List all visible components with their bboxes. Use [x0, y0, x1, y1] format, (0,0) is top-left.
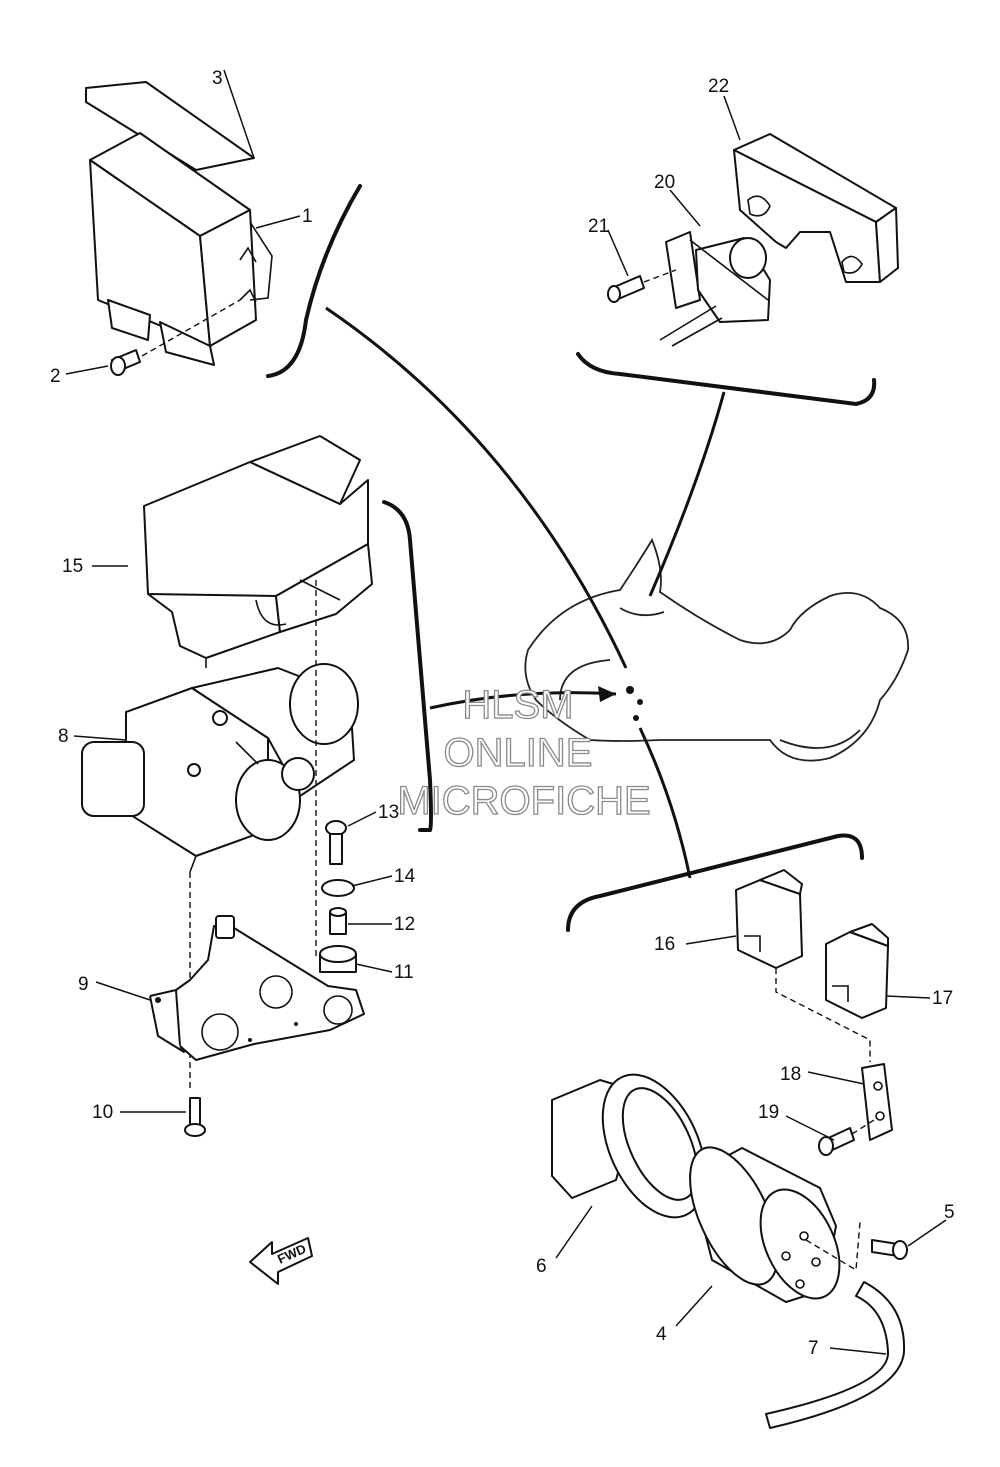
- bracket-part-9: [149, 915, 365, 1061]
- callout-labels: 3 1 2 22 20 21 15 8 13 14 12 11 9 10 16 …: [50, 68, 955, 1359]
- relay-part-16: [735, 869, 803, 969]
- locator-line-sensor: [638, 727, 692, 879]
- callout-21: 21: [588, 216, 609, 237]
- relay-part-20: [665, 231, 771, 323]
- callout-14: 14: [394, 866, 416, 887]
- relay-set-group: [566, 833, 931, 1156]
- sensor-group: [551, 1073, 947, 1429]
- relay-group: [576, 95, 899, 407]
- callout-19: 19: [758, 1102, 779, 1123]
- callout-11: 11: [394, 962, 414, 983]
- callout-2: 2: [50, 366, 61, 387]
- hose-part-7: [765, 1281, 906, 1429]
- abs-group: [73, 435, 433, 1137]
- locator-line-ecu: [325, 306, 628, 669]
- bolt-part-10: [184, 1097, 206, 1137]
- motorcycle-outline: [524, 537, 909, 762]
- screw-part-2: [110, 349, 141, 376]
- sensor-part-4: [689, 1146, 841, 1303]
- callout-5: 5: [944, 1202, 955, 1223]
- callout-22: 22: [708, 76, 729, 97]
- callout-8: 8: [58, 726, 69, 747]
- callout-3: 3: [212, 68, 223, 89]
- screw-part-21: [607, 275, 645, 303]
- screw-part-5: [871, 1239, 908, 1260]
- watermark-line-2: ONLINE: [444, 731, 593, 775]
- ecu-group: [65, 69, 362, 378]
- cover-part-15: [143, 435, 373, 668]
- holder-part-6: [551, 1073, 707, 1219]
- pad-part-3: [85, 81, 255, 171]
- washer-part-14: [321, 879, 355, 897]
- callout-13: 13: [378, 802, 399, 823]
- callout-9: 9: [78, 974, 89, 995]
- locator-line-abs: [429, 691, 617, 710]
- fwd-arrow-icon: FWD: [249, 1237, 313, 1285]
- locator-line-relay: [648, 391, 726, 597]
- callout-15: 15: [62, 556, 83, 577]
- ecu-part-1: [89, 132, 273, 366]
- relay-part-17: [825, 923, 889, 1019]
- callout-7: 7: [808, 1338, 819, 1359]
- screw-part-19: [818, 1127, 855, 1156]
- callout-12: 12: [394, 914, 415, 935]
- callout-6: 6: [536, 1256, 547, 1277]
- grommet-part-11: [319, 945, 357, 973]
- watermark-line-1: HLSM: [462, 683, 573, 727]
- callout-17: 17: [932, 988, 953, 1009]
- watermark-line-3: MICROFICHE: [397, 779, 650, 823]
- locator-arrowhead: [598, 686, 616, 702]
- callout-16: 16: [654, 934, 675, 955]
- callout-4: 4: [656, 1324, 667, 1345]
- bolt-part-13: [325, 820, 347, 865]
- callout-20: 20: [654, 172, 675, 193]
- hydraulic-unit-part-8: [81, 663, 359, 873]
- collar-part-12: [329, 907, 347, 935]
- callout-18: 18: [780, 1064, 801, 1085]
- callout-10: 10: [92, 1102, 113, 1123]
- watermark: HLSM ONLINE MICROFICHE: [397, 682, 652, 823]
- motorcycle-locator: [325, 306, 909, 879]
- cover-part-22: [733, 133, 899, 283]
- callout-1: 1: [302, 206, 313, 227]
- bracket-part-18: [861, 1063, 893, 1141]
